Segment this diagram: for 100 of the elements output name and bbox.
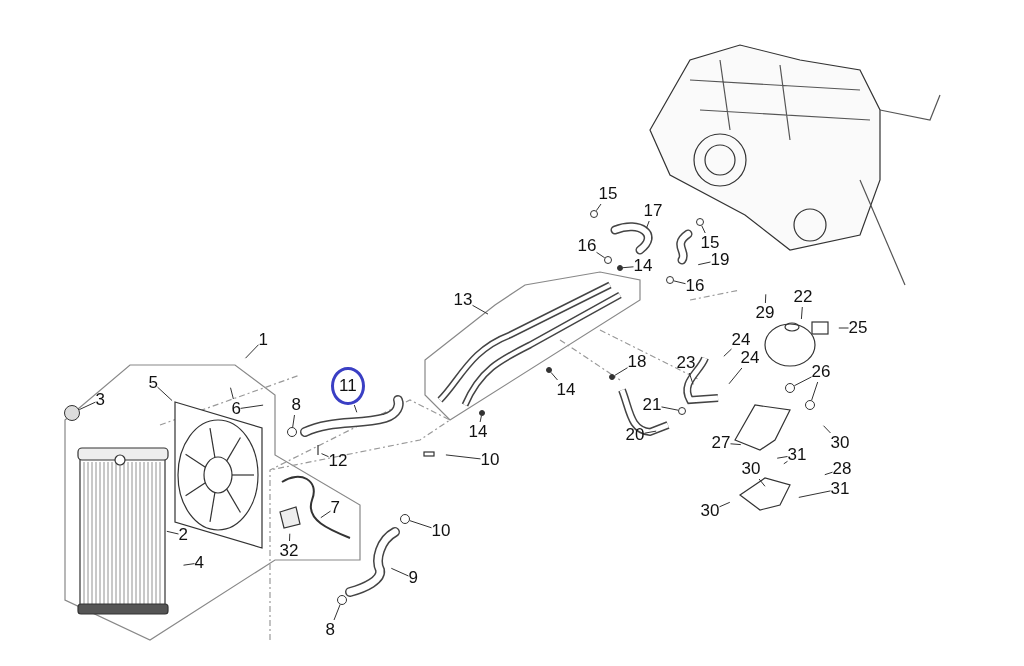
leader-line [550,371,558,381]
leader-line [783,460,788,465]
callout-number: 26 [811,362,831,382]
callout-number: 2 [178,525,188,545]
callout-number: 9 [408,568,418,588]
leader-line [701,225,706,234]
leader-line [596,251,606,259]
callout-number: 19 [710,250,730,270]
callout-number: 25 [848,318,868,338]
leader-line [157,386,173,402]
leader-line [240,404,264,409]
callout-number: 14 [633,256,653,276]
callout-number: 18 [627,352,647,372]
callout-number: 30 [741,459,761,479]
leader-line [230,387,234,400]
leader-line [166,530,179,535]
leader-line [838,327,849,329]
leader-line [333,604,341,621]
callout-number: 12 [328,451,348,471]
hose-clamp [400,514,410,524]
callout-number: 10 [480,450,500,470]
callout-number: 16 [577,236,597,256]
leader-line [289,533,291,542]
leader-line [764,293,767,304]
callout-number: 21 [642,395,662,415]
callout-number: 8 [291,395,301,415]
callout-number: 30 [830,433,850,453]
leader-line [321,453,329,458]
callout-number: 10 [431,521,451,541]
callout-number: 7 [330,498,340,518]
leader-line [645,220,650,229]
leader-line [353,404,358,413]
leader-line [409,520,432,529]
callout-number: 6 [231,399,241,419]
hose-clamp [696,218,704,226]
callout-number: 24 [740,348,760,368]
rubber-mount [785,383,795,393]
leader-line [776,456,788,459]
callout-number: 28 [832,459,852,479]
leader-line [811,381,819,401]
leader-line [728,367,743,385]
callout-number: 1 [258,330,268,350]
leader-line [390,567,409,577]
rubber-mount [805,400,815,410]
callout-number: 4 [194,553,204,573]
leader-line [824,471,833,476]
leader-line [723,348,732,357]
callout-number: 3 [95,390,105,410]
callout-number: 32 [279,541,299,561]
leader-line [622,266,634,269]
callout-number: 22 [793,287,813,307]
bolt [617,265,623,271]
callout-number: 5 [148,373,158,393]
bolt [609,374,615,380]
bolt [479,410,485,416]
hose-clamp [678,407,686,415]
callout-number: 29 [755,303,775,323]
leader-line [472,304,489,315]
callout-number: 23 [676,353,696,373]
leader-line [800,306,803,320]
leader-line [730,443,742,446]
leader-line [644,430,657,434]
hose-clamp [604,256,612,264]
callout-number: 27 [711,433,731,453]
leader-line [793,376,812,387]
callout-number: 15 [700,233,720,253]
callout-number: 30 [700,501,720,521]
leader-line [78,401,96,411]
leader-line [673,280,686,285]
leader-line [320,510,331,519]
callout-number: 13 [453,290,473,310]
leader-line [245,344,259,359]
callout-number: 14 [556,380,576,400]
leader-line [719,501,731,508]
callout-number: 15 [598,184,618,204]
callout-number: 31 [830,479,850,499]
leader-line [688,372,694,385]
bolt [546,367,552,373]
leader-line [697,261,711,266]
callout-number: 17 [643,201,663,221]
leader-line [183,563,195,566]
leader-line [445,454,481,460]
callout-number: 16 [685,276,705,296]
callout-number: 24 [731,330,751,350]
callout-number: 14 [468,422,488,442]
leader-line [661,406,679,411]
callout-number: 11 [331,367,365,405]
leader-line [614,367,628,376]
hose-clamp [337,595,347,605]
leader-line [292,414,295,428]
leader-line [798,490,831,498]
hose-clamp [666,276,674,284]
leader-line [823,425,831,434]
callout-number: 20 [625,425,645,445]
radiator-cap [64,405,80,421]
leader-line [595,203,602,212]
callout-number: 8 [325,620,335,640]
hose-clamp [590,210,598,218]
hose-clamp [287,427,297,437]
leader-line [758,478,766,487]
